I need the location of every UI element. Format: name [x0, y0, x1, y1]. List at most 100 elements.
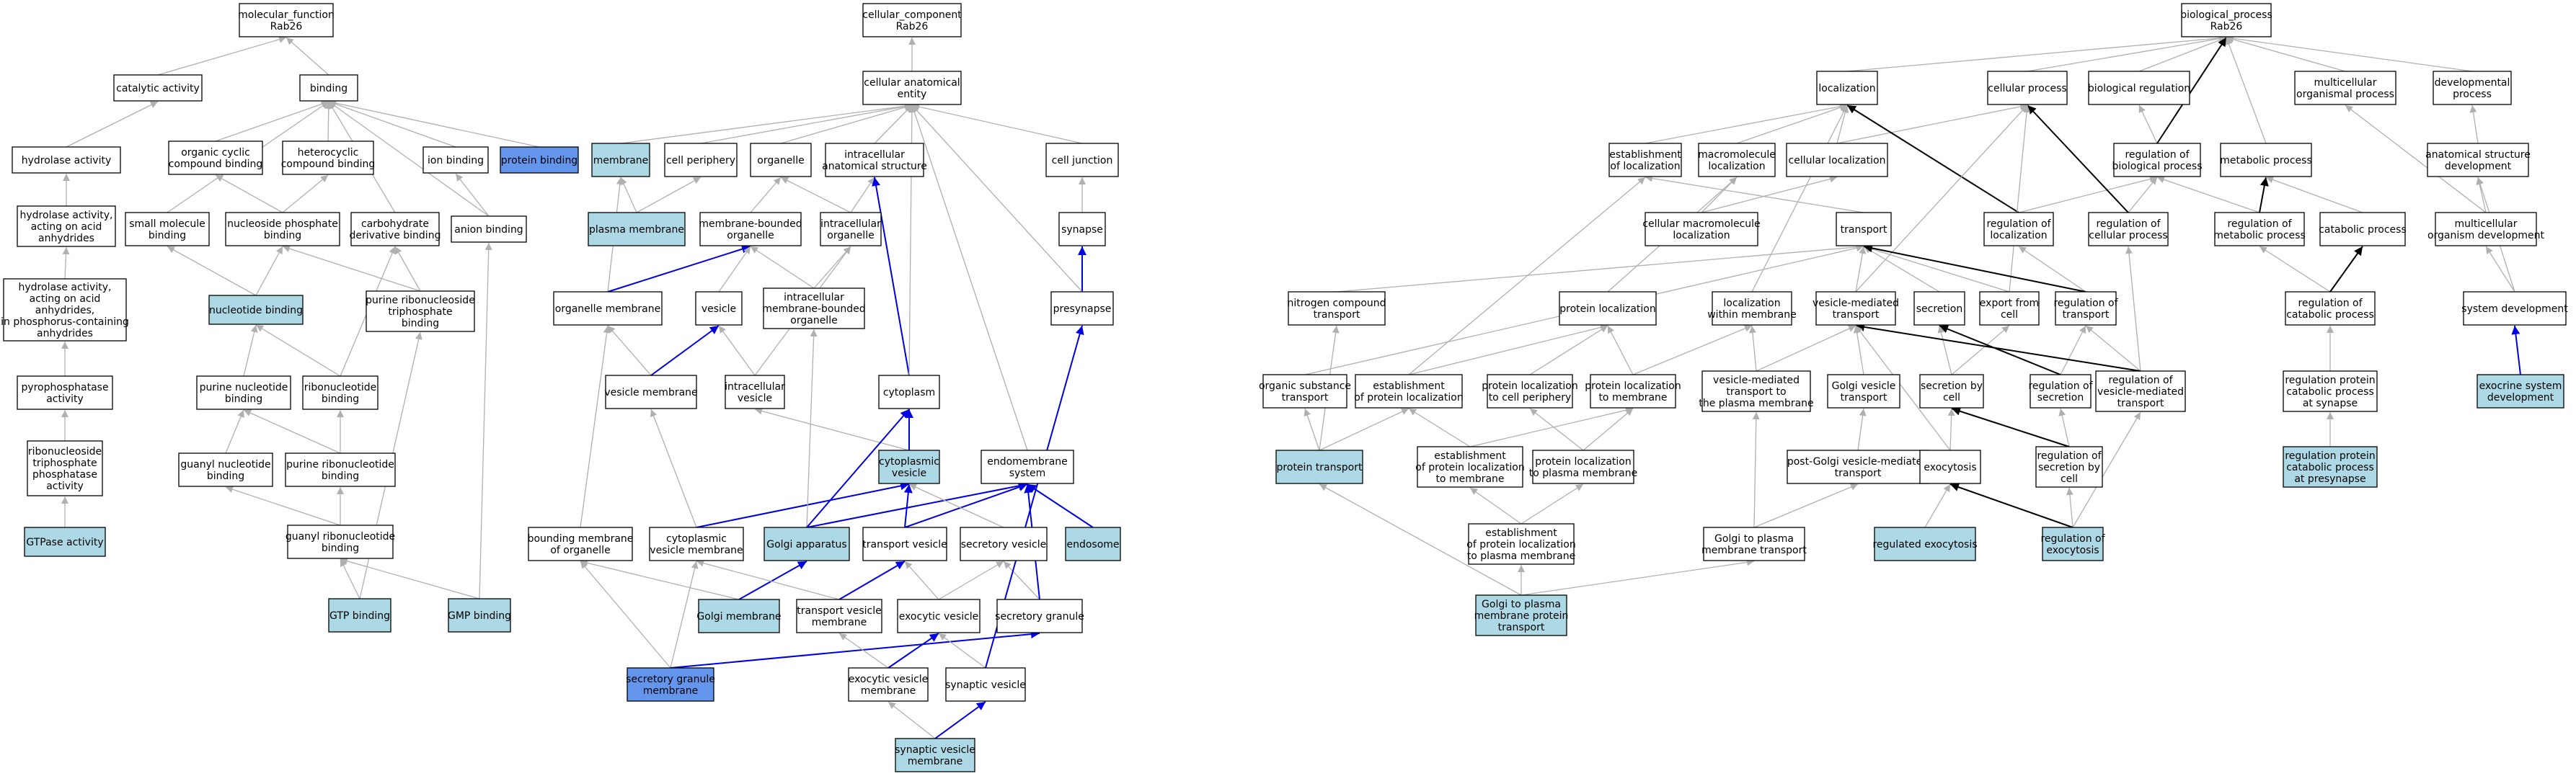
edge-secretory_vesicle-to-cyto_vesicle: [908, 483, 1004, 528]
edge-sec_by_cell-to-secretion: [1937, 325, 1952, 375]
edge-intra_org-to-organelle: [780, 177, 851, 213]
go-term-node: binding: [299, 74, 358, 102]
node-box: [178, 452, 273, 487]
node-label: transport: [1841, 224, 1887, 236]
node-label: compound binding: [281, 159, 376, 170]
edge-bounding_membrane-to-org_membrane: [580, 325, 611, 528]
go-term-node: cellular localization: [1786, 143, 1888, 177]
node-label: biological regulation: [2088, 83, 2190, 94]
node-label: membrane protein: [1474, 610, 1569, 622]
node-label: cellular localization: [1789, 155, 1886, 166]
node-box: [2283, 370, 2378, 412]
edge-golgi_membrane-to-bounding_membrane: [580, 559, 740, 600]
node-label: biological_process: [2180, 9, 2272, 21]
node-label: GTPase activity: [26, 537, 103, 548]
node-box: [285, 452, 396, 487]
edge-prot_loc_mem-to-protein_loc: [1607, 325, 1634, 375]
node-label: regulation of: [2053, 298, 2118, 309]
edge-reg_vmt-to-reg_cell_proc: [2125, 246, 2141, 372]
node-box: [825, 143, 924, 177]
node-label: organism development: [2427, 230, 2545, 241]
edge-imbo-to-intra_org: [813, 246, 851, 289]
node-box: [17, 205, 116, 247]
node-box: [1608, 143, 1682, 177]
node-box: [763, 287, 865, 329]
node-box: [2181, 3, 2272, 37]
go-term-node: metabolic process: [2220, 143, 2312, 177]
node-label: GTP binding: [329, 610, 390, 622]
node-label: multicellular: [2455, 218, 2518, 230]
node-box: [27, 440, 103, 496]
edge-loc_within_mem-to-localization: [1751, 104, 1848, 293]
edge-golgi_pm-to-vmt_pm: [1752, 411, 1760, 528]
node-box: [897, 599, 981, 633]
edge-transport-to-est_loc: [1645, 174, 1864, 213]
node-box: [2030, 374, 2092, 409]
node-box: [699, 212, 802, 246]
node-box: [24, 527, 106, 557]
node-label: carbohydrate: [361, 218, 429, 230]
node-label: entity: [898, 89, 927, 100]
node-box: [1559, 291, 1657, 326]
node-label: anatomical structure: [2425, 149, 2531, 161]
node-label: organelle membrane: [555, 303, 660, 315]
node-label: membrane: [643, 685, 699, 697]
node-label: protein localization: [1559, 303, 1655, 315]
node-label: to plasma membrane: [1529, 468, 1637, 479]
edge-organelle-to-cae: [780, 103, 913, 144]
node-label: exocrine system: [2479, 380, 2562, 392]
edge-plasma_membrane-to-cell_periphery: [636, 177, 701, 213]
node-label: binding: [149, 230, 186, 241]
node-label: vesicle-mediated: [1813, 298, 1899, 309]
node-box: [2319, 212, 2406, 246]
node-box: [1045, 143, 1119, 177]
node-label: vesicle membrane: [604, 387, 697, 398]
node-label: hydrolase activity: [22, 155, 112, 166]
edge-prot_loc_periph-to-protein_loc: [1529, 325, 1608, 375]
node-box: [1262, 374, 1347, 409]
node-box: [350, 212, 440, 246]
edge-gtp_binding-to-guanyl_ribonucleotide: [340, 558, 360, 599]
node-label: protein localization: [1482, 380, 1577, 392]
node-label: hydrolase activity,: [20, 210, 113, 221]
edge-reg_catab-to-catabolic: [2329, 246, 2363, 293]
edge-reg_vmt-to-vmt: [1855, 322, 2141, 372]
edge-guanyl_ribonucleotide-to-guanyl_nucleotide: [225, 486, 341, 526]
node-label: organismal process: [2296, 89, 2394, 100]
edge-vmt_pm-to-vmt: [1756, 325, 1856, 372]
node-label: metabolic process: [2213, 230, 2306, 241]
edge-membrane-to-cae: [620, 102, 913, 144]
node-label: nucleoside phosphate: [227, 218, 338, 230]
node-box: [553, 291, 663, 326]
edge-est_prot_loc_pm-to-est_prot_loc_mem: [1469, 487, 1522, 525]
go-term-node: vesicle membrane: [604, 375, 698, 409]
node-label: regulation of: [2108, 375, 2173, 386]
node-box: [299, 74, 358, 102]
edge-reg_catab-to-reg_metab: [2259, 246, 2331, 293]
node-label: regulation of: [2298, 298, 2363, 309]
go-term-node: transport vesicle: [862, 527, 947, 561]
node-label: regulation of: [2227, 218, 2292, 230]
edge-intra_org-to-ias: [850, 177, 875, 213]
node-label: localization: [1708, 161, 1765, 172]
node-label: Golgi to plasma: [1714, 533, 1794, 545]
node-label: to cell periphery: [1489, 392, 1572, 403]
edge-reg_loc-to-reg_bio: [2018, 175, 2158, 213]
edge-sec_by_cell-to-export_cell: [1951, 325, 2010, 375]
node-label: transport: [2117, 398, 2164, 409]
edge-localization-to-bp_root: [1846, 34, 2227, 72]
go-term-node: transport: [1836, 212, 1892, 246]
edge-anion-to-binding: [328, 101, 490, 217]
node-box: [878, 450, 940, 484]
